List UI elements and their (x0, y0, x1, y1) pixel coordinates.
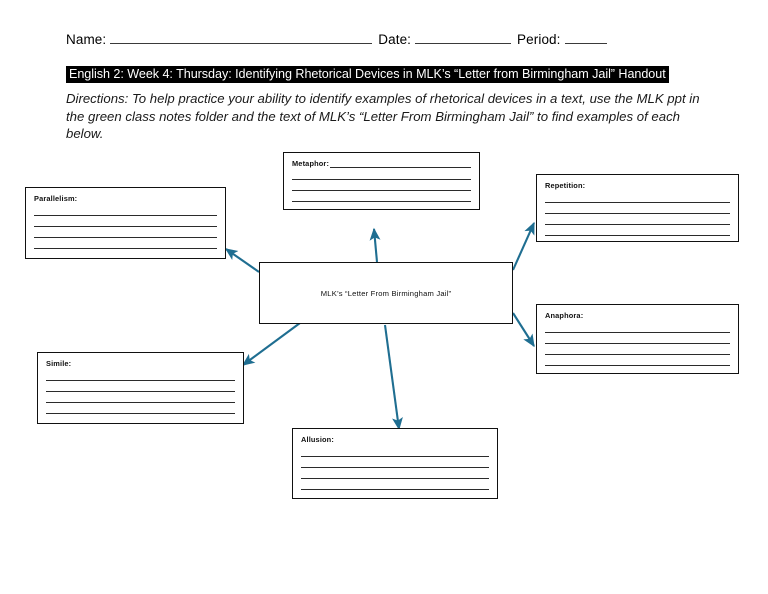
center-node[interactable]: MLK’s “Letter From Birmingham Jail” (259, 262, 513, 324)
answer-line[interactable] (545, 323, 730, 333)
arrow-to-repetition (512, 221, 535, 271)
answer-line[interactable] (301, 447, 489, 457)
answer-line[interactable] (34, 239, 217, 249)
node-parallelism[interactable]: Parallelism: (25, 187, 226, 259)
node-allusion[interactable]: Allusion: (292, 428, 498, 499)
assignment-title: English 2: Week 4: Thursday: Identifying… (66, 66, 669, 83)
node-anaphora[interactable]: Anaphora: (536, 304, 739, 374)
answer-line[interactable] (46, 393, 235, 403)
name-input[interactable] (110, 31, 373, 44)
center-node-label: MLK’s “Letter From Birmingham Jail” (320, 288, 452, 298)
answer-line[interactable] (330, 159, 471, 168)
arrow-to-allusion (383, 324, 403, 431)
answer-line[interactable] (292, 181, 471, 191)
name-label: Name: (66, 32, 107, 47)
answer-line[interactable] (545, 237, 652, 241)
arrow-to-metaphor (369, 227, 381, 263)
answer-line[interactable] (292, 203, 471, 209)
answer-line[interactable] (545, 334, 730, 344)
answer-line[interactable] (34, 206, 217, 216)
node-simile[interactable]: Simile: (37, 352, 244, 424)
answer-line[interactable] (46, 404, 235, 414)
arrow-to-simile (241, 322, 301, 366)
answer-line[interactable] (292, 192, 471, 202)
arrow-to-parallelism (224, 248, 260, 273)
answer-line[interactable] (301, 469, 489, 479)
answer-line[interactable] (46, 382, 235, 392)
answer-line[interactable] (545, 367, 652, 373)
node-repetition-label: Repetition: (545, 181, 586, 190)
period-label: Period: (517, 32, 561, 47)
answer-line[interactable] (46, 371, 235, 381)
answer-line[interactable] (545, 193, 730, 203)
answer-line[interactable] (545, 204, 730, 214)
student-info-row: Name: Date: Period: (66, 31, 607, 47)
node-metaphor-label: Metaphor: (292, 159, 330, 168)
node-repetition[interactable]: Repetition: (536, 174, 739, 242)
node-simile-label: Simile: (46, 359, 72, 368)
answer-line[interactable] (301, 480, 489, 490)
answer-line[interactable] (545, 345, 730, 355)
period-input[interactable] (564, 31, 607, 44)
date-input[interactable] (415, 31, 512, 44)
answer-line[interactable] (545, 226, 730, 236)
answer-line[interactable] (34, 250, 140, 258)
answer-line[interactable] (545, 215, 730, 225)
node-anaphora-label: Anaphora: (545, 311, 584, 320)
node-parallelism-label: Parallelism: (34, 194, 78, 203)
date-label: Date: (378, 32, 412, 47)
answer-line[interactable] (301, 491, 410, 498)
answer-line[interactable] (34, 217, 217, 227)
answer-line[interactable] (301, 458, 489, 468)
node-allusion-label: Allusion: (301, 435, 334, 444)
node-metaphor[interactable]: Metaphor: (283, 152, 480, 210)
answer-line[interactable] (34, 228, 217, 238)
answer-line[interactable] (545, 356, 730, 366)
answer-line[interactable] (292, 170, 471, 180)
directions-text: Directions: To help practice your abilit… (66, 91, 700, 141)
answer-line[interactable] (46, 415, 156, 423)
arrow-to-anaphora (512, 312, 535, 348)
